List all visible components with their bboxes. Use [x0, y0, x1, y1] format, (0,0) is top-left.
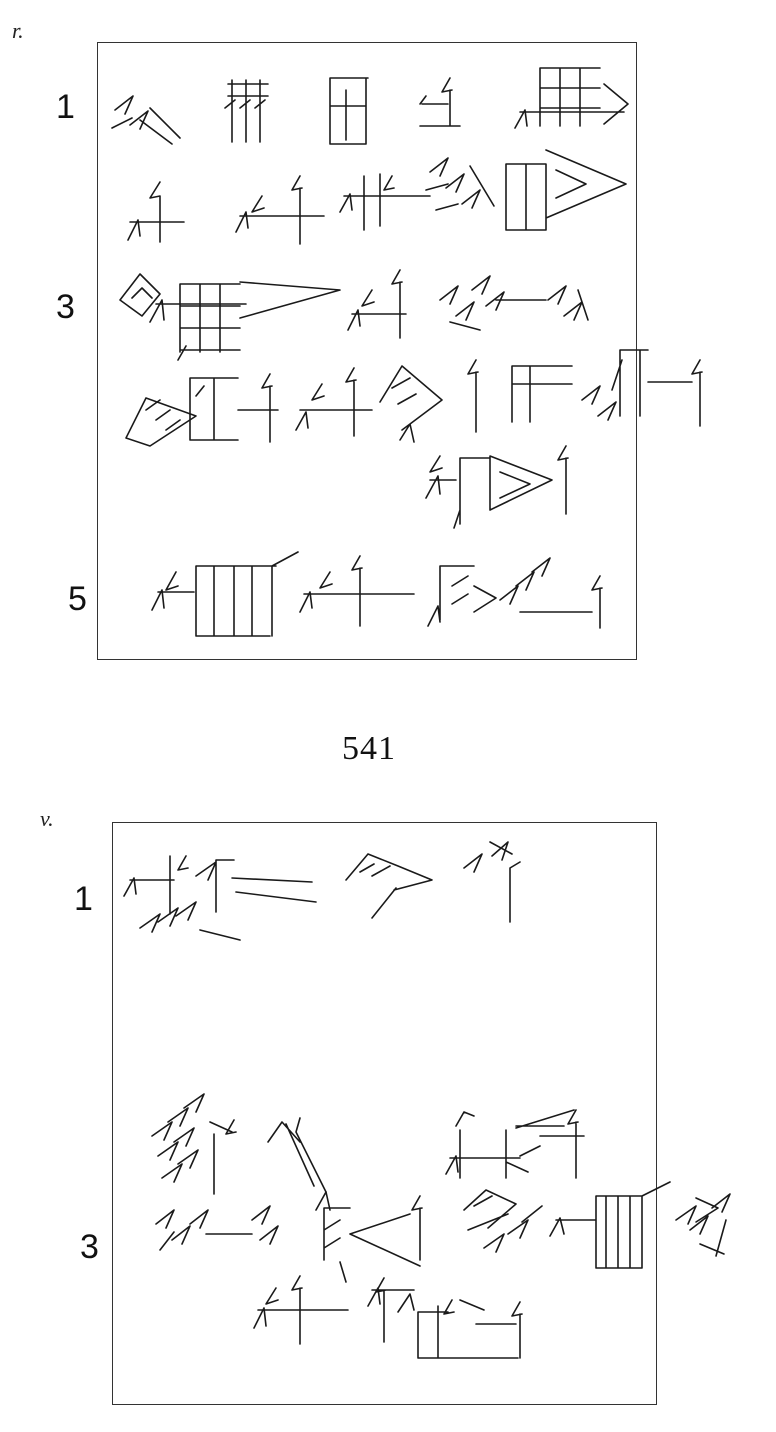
line-number-1: 1	[56, 88, 75, 126]
tablet-frame-1	[97, 42, 637, 660]
face-label-v: v.	[40, 806, 54, 831]
line-number-1b: 1	[74, 880, 93, 918]
line-number-3: 3	[56, 288, 75, 326]
line-number-3b: 3	[80, 1228, 99, 1266]
tablet-frame-2	[112, 822, 657, 1405]
catalog-number: 541	[342, 730, 396, 767]
line-number-5: 5	[68, 580, 87, 618]
face-label-r: r.	[12, 18, 24, 43]
